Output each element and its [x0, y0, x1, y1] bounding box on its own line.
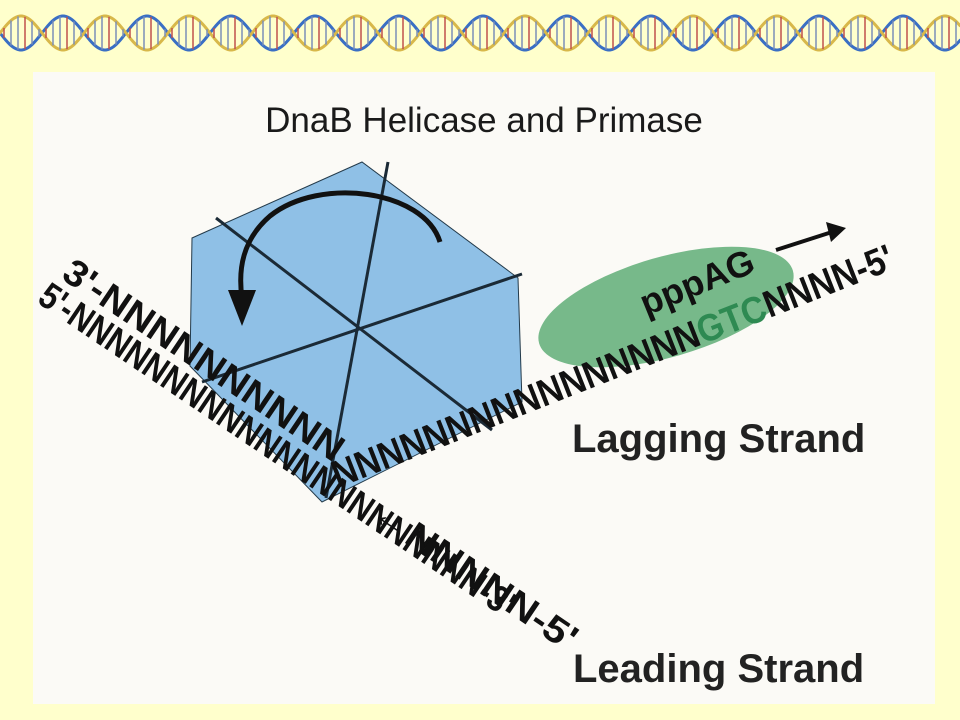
primase-oval [538, 246, 794, 368]
right-arrow-icon [775, 222, 846, 252]
dna-helix-banner [0, 14, 960, 52]
leading-new-strand: ←NNNNN-5' [364, 491, 586, 659]
dna-helix-icon [0, 14, 960, 52]
diagram-title: DnaB Helicase and Primase [265, 101, 703, 140]
lagging-strand-label: Lagging Strand [572, 417, 865, 461]
helicase-subunit-lines [201, 161, 523, 499]
leading-strand-label: Leading Strand [573, 647, 864, 691]
dnab-helicase [189, 161, 523, 503]
curved-arrow-icon [228, 190, 443, 326]
